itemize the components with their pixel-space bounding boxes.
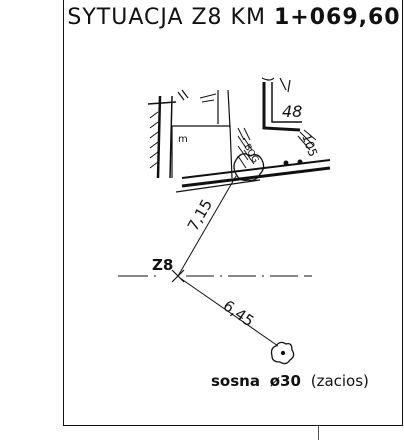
measure-line-tree [179, 277, 279, 347]
building-number-105: 105 [299, 132, 320, 158]
sketch-frame: SYTUACJA Z8 KM 1+069,60 [63, 0, 403, 426]
tree-diameter: ø30 [270, 372, 301, 390]
page-title: SYTUACJA Z8 KM 1+069,60 [64, 5, 404, 30]
title-prefix: SYTUACJA Z8 KM [67, 5, 266, 30]
tree-species: sosna [211, 372, 260, 390]
measure-line-building [177, 175, 237, 277]
building-number-48: 48 [282, 102, 302, 121]
tree-icon [270, 341, 295, 365]
mark-m: m [178, 134, 188, 145]
title-km: 1+069,60 [273, 5, 401, 30]
measure-label-building: 7,15 [184, 196, 216, 234]
frame-tick [318, 426, 319, 440]
point-marker-icon [171, 269, 185, 283]
tree-note: (zacios) [311, 372, 369, 390]
point-label: Z8 [152, 256, 173, 274]
measure-label-tree: 6,45 [220, 297, 258, 331]
tree-caption: sosna ø30 (zacios) [211, 372, 369, 390]
map-fragment: m [147, 77, 331, 193]
